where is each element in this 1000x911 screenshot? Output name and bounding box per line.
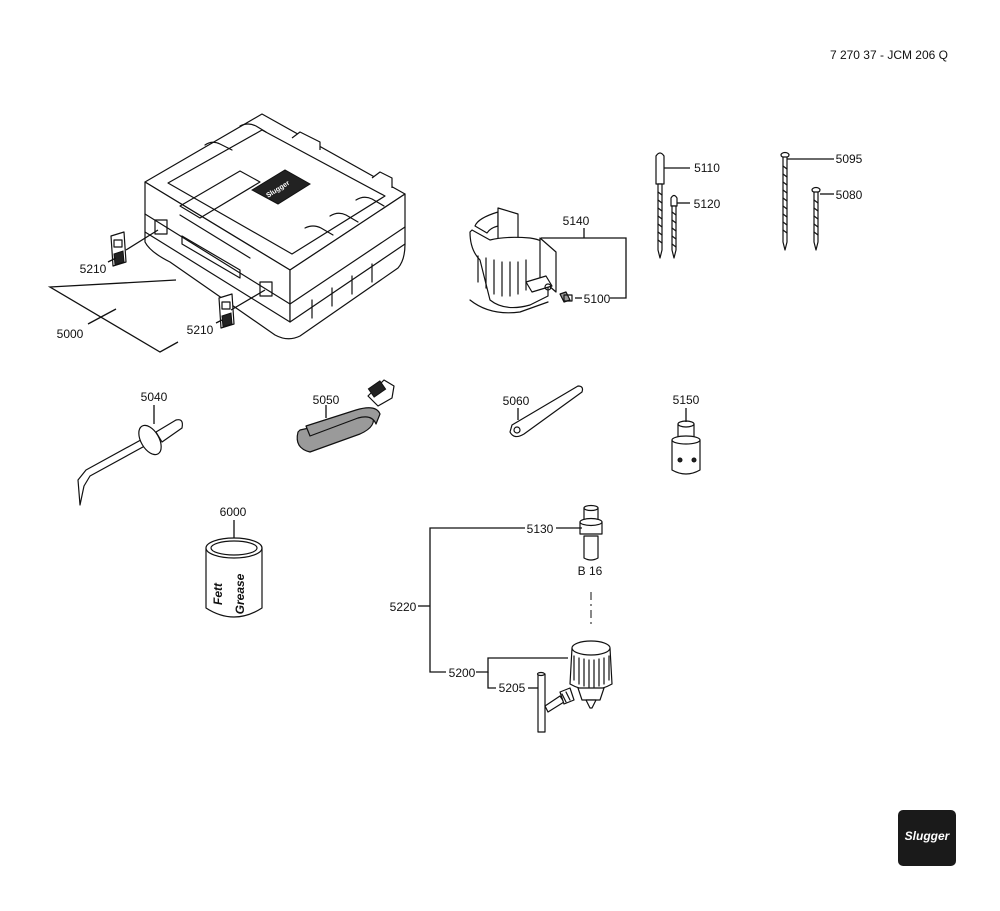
- label-pin-long: 5110: [694, 161, 720, 175]
- grease-label-fett: Fett: [211, 582, 225, 605]
- grease-label-grease: Grease: [233, 573, 247, 614]
- label-chuck-key: 5205: [499, 681, 526, 695]
- label-adapter: 5150: [673, 393, 700, 407]
- latch-left: [110, 231, 127, 267]
- latch-right: [218, 293, 235, 329]
- label-latch-right: 5210: [187, 323, 214, 337]
- pin-short: [670, 194, 678, 259]
- label-arbor: 5130: [527, 522, 554, 536]
- nail-long: [780, 151, 790, 251]
- label-strap: 5050: [313, 393, 340, 407]
- chuck-key: [536, 671, 575, 733]
- label-chuck-set: 5220: [390, 600, 417, 614]
- safety-strap: [296, 379, 395, 453]
- label-pin-short: 5120: [694, 197, 721, 211]
- label-wrench: 5060: [503, 394, 530, 408]
- arbor-size-label: B 16: [578, 564, 603, 578]
- guard: [469, 207, 557, 314]
- label-chuck: 5200: [449, 666, 476, 680]
- brand-logo-text: Slugger: [905, 829, 951, 843]
- pin-long: [655, 152, 665, 259]
- ejector-pin: [77, 419, 183, 506]
- label-screw: 5100: [584, 292, 611, 306]
- label-guard: 5140: [563, 214, 590, 228]
- adapter: [671, 420, 701, 475]
- carry-case: Slugger: [144, 113, 406, 340]
- label-nail-short: 5080: [836, 188, 863, 202]
- guard-screw: [559, 291, 573, 303]
- brand-logo: Slugger: [898, 810, 956, 866]
- drift-wrench: [509, 385, 584, 438]
- label-latch-left: 5210: [80, 262, 107, 276]
- drill-chuck: [569, 640, 613, 709]
- nail-short: [811, 186, 821, 251]
- label-nail-long: 5095: [836, 152, 863, 166]
- grease-can: Fett Grease: [205, 537, 263, 618]
- document-code: 7 270 37 - JCM 206 Q: [830, 48, 948, 62]
- label-case: 5000: [57, 327, 84, 341]
- label-grease: 6000: [220, 505, 247, 519]
- arbor: [579, 504, 603, 561]
- label-ejector: 5040: [141, 390, 168, 404]
